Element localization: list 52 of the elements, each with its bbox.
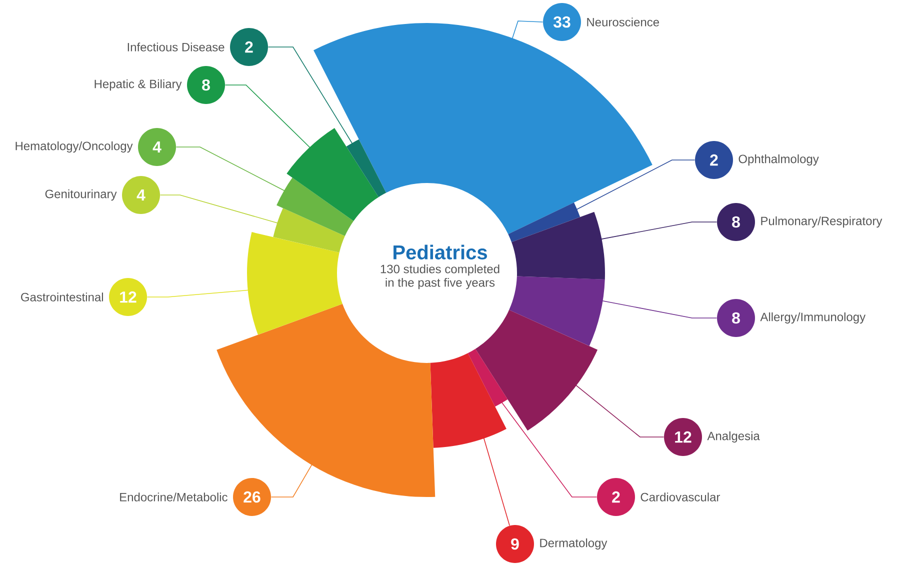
- leader-line: [602, 300, 718, 318]
- leader-line: [512, 20, 544, 40]
- chart-wedge: [509, 276, 605, 346]
- count-badge: 12: [664, 418, 702, 456]
- chart-wedge: [508, 202, 580, 242]
- category-label: Hematology/Oncology: [16, 141, 133, 153]
- chart-wedge: [512, 212, 605, 280]
- chart-wedge: [276, 178, 354, 236]
- leader-line: [576, 160, 696, 210]
- count-badge: 26: [233, 478, 271, 516]
- leader-line: [160, 194, 278, 224]
- count-badge: 2: [695, 141, 733, 179]
- chart-wedge: [286, 128, 379, 221]
- chart-wedge: [430, 353, 506, 448]
- chart-subtitle: 130 studies completed in the past five years: [380, 264, 500, 290]
- category-label: Neuroscience: [587, 18, 660, 26]
- category-label: Allergy/Immunology: [760, 312, 866, 324]
- category-label: Genitourinary: [45, 189, 117, 201]
- chart-wedge: [273, 208, 345, 252]
- category-label: Gastrointestinal: [21, 292, 103, 302]
- leader-line: [176, 146, 286, 192]
- category-label: Infectious Disease: [128, 42, 224, 52]
- category-label: Analgesia: [707, 431, 760, 443]
- leader-line: [270, 464, 312, 498]
- chart-wedge: [475, 310, 598, 431]
- leader-line: [600, 222, 718, 240]
- category-label: Cardiovascular: [640, 492, 720, 502]
- count-badge: 4: [138, 128, 176, 166]
- category-label: Hepatic & Biliary: [94, 79, 182, 91]
- count-badge: 2: [597, 478, 635, 516]
- count-badge: 4: [122, 176, 160, 214]
- category-label: Pulmonary/Respiratory: [761, 216, 882, 228]
- category-label: Ophthalmology: [738, 154, 819, 166]
- leader-line: [501, 402, 598, 498]
- count-badge: 12: [109, 278, 147, 316]
- leader-line: [268, 46, 353, 144]
- category-label: Dermatology: [540, 538, 608, 550]
- count-badge: 2: [230, 28, 268, 66]
- count-badge: 8: [717, 298, 755, 337]
- chart-wedge: [247, 232, 342, 335]
- count-badge: 8: [187, 66, 225, 104]
- chart-wedge: [468, 348, 508, 407]
- count-badge: 8: [717, 203, 755, 241]
- leader-line: [483, 437, 510, 526]
- leader-line: [575, 384, 664, 438]
- chart-title: Pediatrics: [394, 244, 487, 260]
- leader-line: [146, 290, 250, 298]
- chart-wedge: [346, 139, 386, 198]
- leader-line: [224, 84, 311, 148]
- count-badge: 9: [496, 524, 534, 563]
- category-label: Endocrine/Metabolic: [120, 492, 228, 502]
- count-badge: 33: [543, 3, 581, 41]
